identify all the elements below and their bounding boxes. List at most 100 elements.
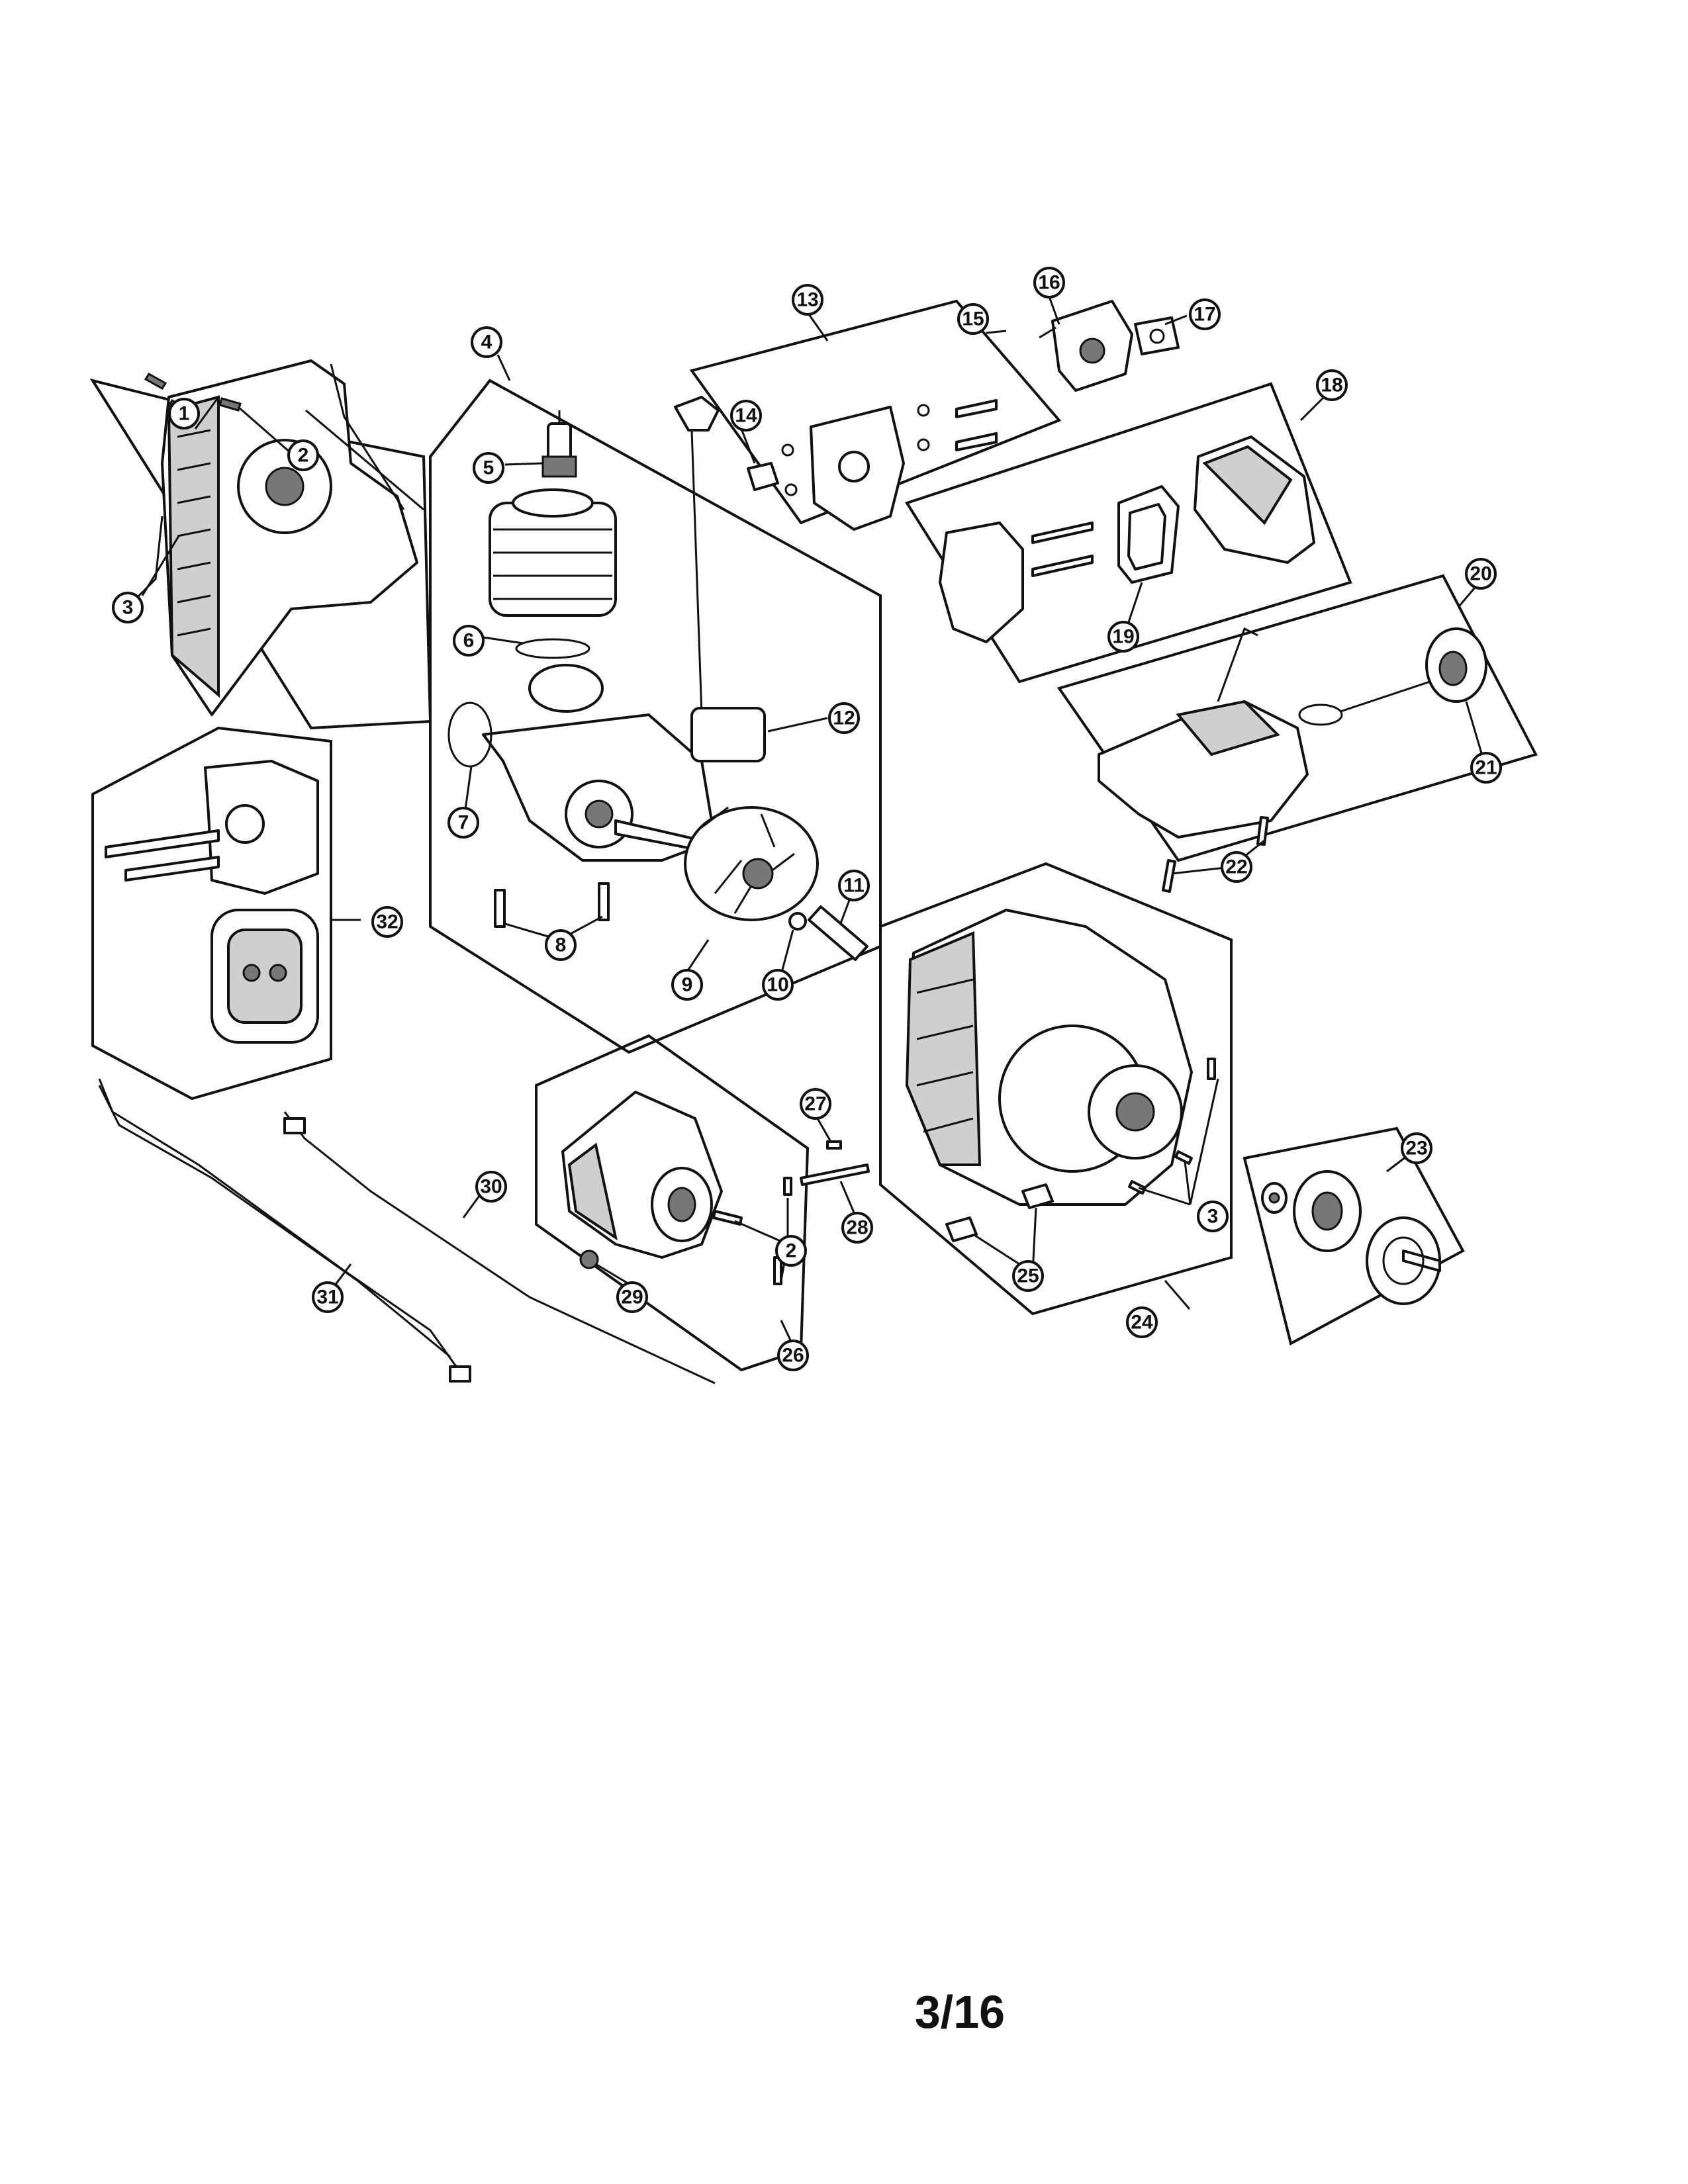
svg-text:9: 9 [682, 974, 693, 996]
callout-9: 9 [671, 969, 703, 1001]
callout-18: 18 [1316, 369, 1348, 401]
svg-text:25: 25 [1017, 1265, 1039, 1287]
panel-housing [89, 359, 432, 730]
callout-14: 14 [730, 400, 762, 432]
svg-text:20: 20 [1470, 563, 1491, 585]
callout-4: 4 [471, 326, 502, 358]
callout-19: 19 [1107, 621, 1139, 653]
svg-text:2: 2 [298, 445, 309, 467]
callout-11: 11 [838, 870, 870, 901]
part-pin-28 [800, 1163, 870, 1186]
panel-muffler [91, 726, 332, 1101]
svg-text:10: 10 [767, 974, 788, 996]
part-clutch-shoes [1293, 1170, 1362, 1252]
svg-text:3: 3 [1207, 1206, 1219, 1228]
part-bolts-8 [494, 882, 610, 928]
svg-text:27: 27 [804, 1093, 826, 1115]
part-fuel-line [1298, 704, 1343, 726]
svg-text:23: 23 [1405, 1138, 1427, 1160]
part-housing-cover [161, 359, 418, 716]
part-ignition-module [674, 396, 766, 762]
svg-text:26: 26 [782, 1345, 804, 1367]
part-sleeve-11 [808, 905, 868, 961]
part-clutch-drum [1366, 1216, 1441, 1305]
svg-text:32: 32 [376, 911, 398, 933]
svg-text:2: 2 [786, 1240, 797, 1262]
callout-30: 30 [475, 1171, 507, 1203]
svg-text:5: 5 [483, 457, 494, 479]
part-screws-22 [1162, 816, 1269, 893]
panel-clutch [1243, 1126, 1465, 1345]
callout-23: 23 [1401, 1132, 1432, 1164]
callout-12: 12 [828, 702, 860, 734]
callout-2-clutch: 2 [775, 1235, 807, 1267]
svg-text:29: 29 [621, 1287, 643, 1308]
part-flywheel [684, 806, 819, 921]
part-screws-3 [1128, 1058, 1216, 1195]
callout-16: 16 [1033, 267, 1065, 298]
part-piston-crank [482, 664, 716, 862]
svg-text:15: 15 [962, 308, 984, 330]
callout-7: 7 [447, 807, 479, 839]
callout-31: 31 [312, 1281, 344, 1313]
panel-fuel-tank [1056, 574, 1538, 893]
svg-text:28: 28 [846, 1217, 868, 1239]
svg-text:8: 8 [555, 934, 567, 956]
callout-24: 24 [1126, 1306, 1158, 1338]
svg-text:6: 6 [463, 630, 475, 652]
svg-text:7: 7 [458, 812, 469, 834]
svg-text:24: 24 [1131, 1312, 1153, 1334]
callout-32: 32 [371, 906, 403, 938]
part-fuel-cap [1425, 627, 1487, 703]
part-starter-housing [905, 909, 1193, 1206]
panel-carb-bracket [689, 299, 1062, 531]
svg-text:19: 19 [1112, 626, 1134, 648]
callout-3: 3 [112, 592, 144, 623]
panel-engine-core [429, 379, 882, 1054]
svg-text:14: 14 [735, 405, 757, 427]
svg-text:1: 1 [179, 403, 190, 425]
part-carburetor [1039, 300, 1133, 392]
svg-text:21: 21 [1475, 757, 1497, 779]
callout-20: 20 [1465, 558, 1497, 590]
part-backplate [939, 522, 1024, 643]
callout-21: 21 [1470, 752, 1502, 784]
part-o-ring [447, 702, 492, 768]
part-throttle-cables [98, 1078, 716, 1385]
callout-15: 15 [957, 303, 989, 335]
callout-3-starter: 3 [1197, 1201, 1229, 1232]
callout-26: 26 [777, 1340, 809, 1371]
svg-text:11: 11 [843, 875, 865, 897]
svg-text:12: 12 [833, 707, 855, 729]
svg-text:18: 18 [1321, 375, 1342, 396]
callout-1: 1 [168, 398, 200, 430]
part-washer-10 [788, 912, 807, 931]
svg-text:4: 4 [481, 332, 492, 353]
callout-29: 29 [616, 1281, 648, 1313]
svg-text:22: 22 [1225, 856, 1247, 878]
callout-22: 22 [1221, 851, 1252, 883]
part-nut-29 [579, 1250, 599, 1269]
callout-8: 8 [545, 929, 577, 961]
part-cylinder [489, 488, 617, 617]
part-clip-25 [1021, 1183, 1054, 1209]
callout-10: 10 [762, 969, 794, 1001]
panel-starter [879, 862, 1233, 1316]
part-gasket-14 [747, 462, 779, 491]
callout-28: 28 [841, 1212, 873, 1244]
part-screws-2 [712, 1177, 792, 1285]
svg-text:3: 3 [122, 597, 134, 619]
svg-text:30: 30 [480, 1176, 502, 1198]
callout-6: 6 [453, 625, 485, 657]
svg-text:13: 13 [796, 289, 818, 311]
part-spark-plug [541, 410, 577, 478]
part-gasket-ring [515, 638, 590, 659]
callout-5: 5 [473, 452, 504, 484]
svg-text:31: 31 [316, 1287, 338, 1308]
page-number: 3/16 [914, 1986, 1006, 2038]
svg-text:16: 16 [1038, 272, 1060, 294]
callout-17: 17 [1189, 298, 1221, 330]
part-hardware [781, 399, 998, 496]
callout-25: 25 [1012, 1260, 1044, 1292]
